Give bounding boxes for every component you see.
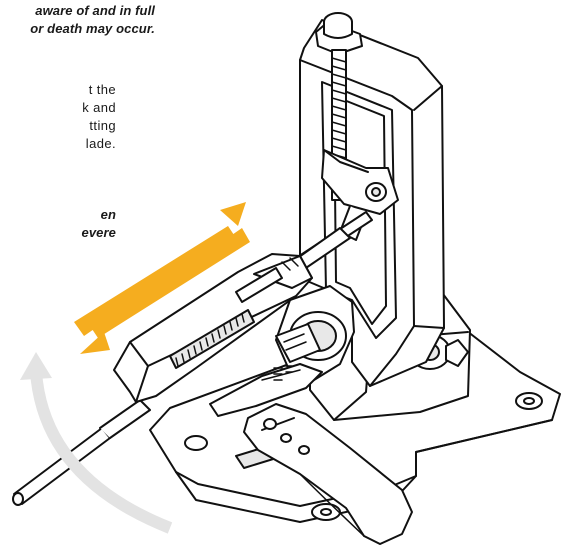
caution-text-line-2: evere [81,225,116,240]
knob [445,339,469,367]
instruction-line-1: t the [88,82,116,97]
rotate-direction-arrow-icon [30,371,173,534]
rotate-arrowhead [20,352,52,380]
warning-text-line-2: or death may occur. [30,21,155,36]
instruction-line-3: tting [89,118,116,133]
caution-text-line-1: en [100,207,116,222]
stone-grip [169,309,255,369]
warning-text-line-1: aware of and in full [35,3,155,18]
sharpening-stroke-arrow-icon [74,202,250,354]
knife-blade [209,363,323,417]
instruction-line-4: lade. [85,136,116,151]
instruction-line-2: k and [82,100,116,115]
mount-hole [184,435,208,451]
